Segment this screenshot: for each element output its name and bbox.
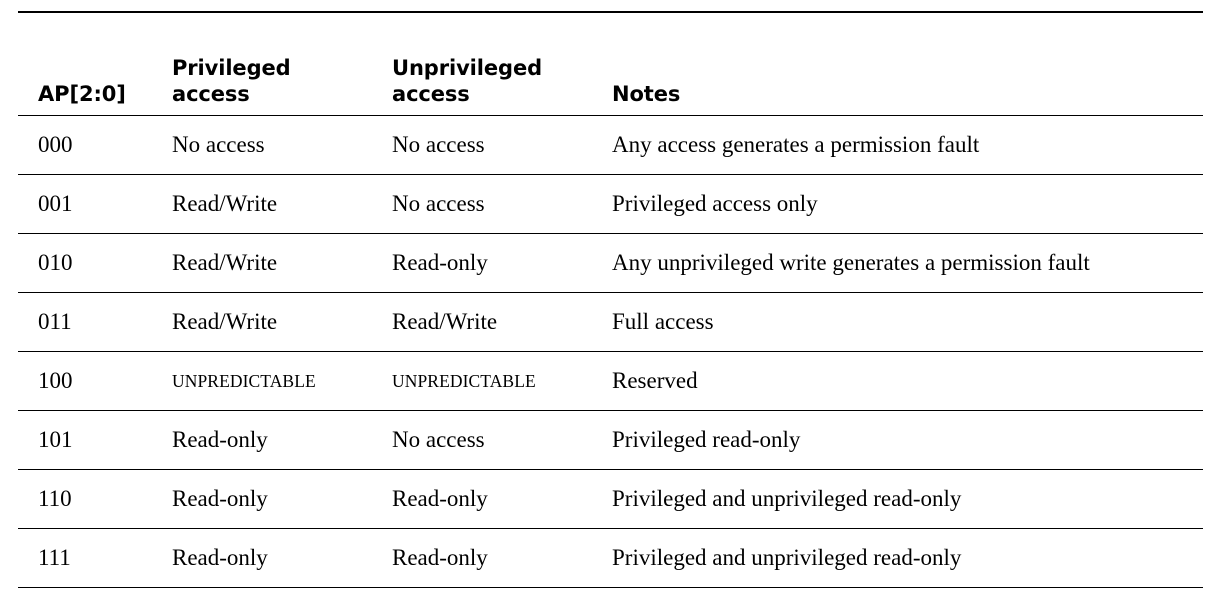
- cell-privileged-access: No access: [172, 132, 265, 157]
- column-header-notes: Notes: [612, 12, 1203, 116]
- cell-unprivileged-access: Read-only: [392, 486, 488, 511]
- cell-unprivileged-access: Read-only: [392, 250, 488, 275]
- cell-notes: Reserved: [612, 368, 698, 393]
- cell-notes: Any access generates a permission fault: [612, 132, 980, 157]
- cell-unprivileged-access: Read-only: [392, 545, 488, 570]
- cell-ap: 110: [38, 486, 72, 511]
- cell-unprivileged-access: UNPREDICTABLE: [392, 371, 536, 391]
- column-header-unprivileged-access-line1: Unprivileged: [392, 56, 543, 80]
- column-header-notes-label: Notes: [612, 82, 681, 106]
- cell-ap: 010: [38, 250, 73, 275]
- table-row: 110 Read-only Read-only Privileged and unpr…: [18, 470, 1203, 529]
- cell-ap: 111: [38, 545, 71, 570]
- cell-unprivileged-access: No access: [392, 191, 485, 216]
- cell-ap: 000: [38, 132, 73, 157]
- cell-privileged-access: Read/Write: [172, 250, 278, 275]
- table-body: 000 No access No access Any access generate…: [18, 116, 1203, 588]
- table-row: 100 UNPREDICTABLE UNPREDICTABLE Reserved: [18, 352, 1203, 411]
- cell-notes: Any unprivileged write generates a permi…: [612, 250, 1090, 275]
- column-header-privileged-access-line1: Privileged: [172, 56, 291, 80]
- table-row: 011 Read/Write Read/Write Full access: [18, 293, 1203, 352]
- table-row: 101 Read-only No access Privileged read-onl…: [18, 411, 1203, 470]
- cell-notes: Privileged and unprivileged read-only: [612, 486, 962, 511]
- column-header-unprivileged-access-line2: access: [392, 82, 470, 106]
- table-row: 111 Read-only Read-only Privileged and unpr…: [18, 529, 1203, 588]
- cell-notes: Privileged read-only: [612, 427, 801, 452]
- cell-notes: Full access: [612, 309, 714, 334]
- table-row: 001 Read/Write No access Privileged access …: [18, 175, 1203, 234]
- cell-privileged-access: Read-only: [172, 545, 268, 570]
- cell-privileged-access: UNPREDICTABLE: [172, 371, 316, 391]
- cell-unprivileged-access: No access: [392, 132, 485, 157]
- column-header-ap-label: AP[2:0]: [38, 82, 126, 106]
- cell-ap: 100: [38, 368, 73, 393]
- cell-privileged-access: Read-only: [172, 486, 268, 511]
- column-header-privileged-access-line2: access: [172, 82, 250, 106]
- table-row: 010 Read/Write Read-only Any unprivileged w…: [18, 234, 1203, 293]
- cell-privileged-access: Read/Write: [172, 309, 278, 334]
- cell-notes: Privileged access only: [612, 191, 818, 216]
- cell-privileged-access: Read/Write: [172, 191, 278, 216]
- column-header-ap: AP[2:0]: [18, 12, 172, 116]
- cell-unprivileged-access: No access: [392, 427, 485, 452]
- cell-ap: 011: [38, 309, 72, 334]
- cell-notes: Privileged and unprivileged read-only: [612, 545, 962, 570]
- cell-unprivileged-access: Read/Write: [392, 309, 498, 334]
- cell-ap: 001: [38, 191, 73, 216]
- cell-privileged-access: Read-only: [172, 427, 268, 452]
- table-row: 000 No access No access Any access generate…: [18, 116, 1203, 175]
- cell-ap: 101: [38, 427, 73, 452]
